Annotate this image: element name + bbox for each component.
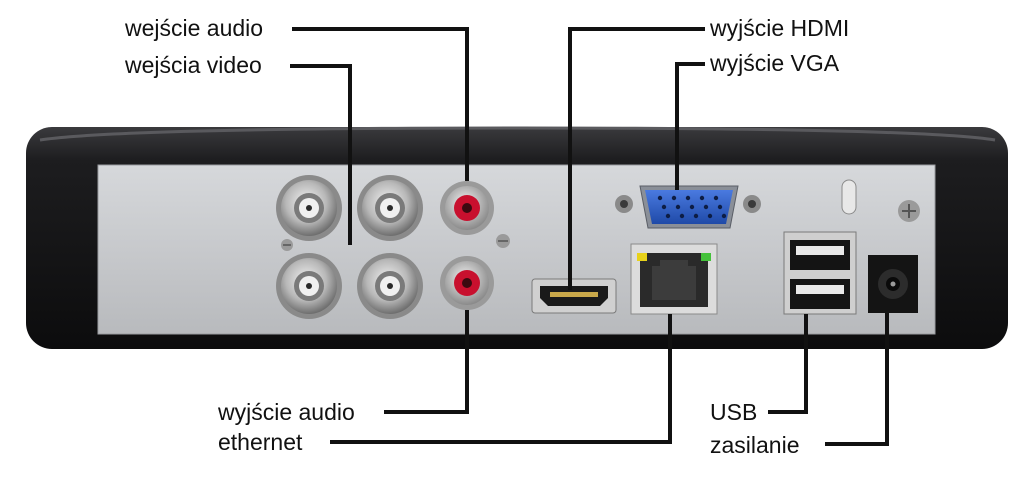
label-hdmi-output: wyjście HDMI	[710, 15, 850, 41]
label-audio-input: wejście audio	[125, 15, 264, 41]
hdmi-port	[531, 278, 617, 314]
screw	[281, 239, 293, 251]
leader-usb	[768, 314, 808, 414]
vga-port	[615, 185, 761, 229]
ground-screw	[898, 200, 920, 222]
leader-audio-out	[384, 310, 469, 414]
label-video-inputs: wejścia video	[125, 52, 262, 78]
label-audio-output: wyjście audio	[218, 399, 355, 425]
bnc-video-inputs	[276, 175, 423, 319]
ethernet-port	[630, 243, 718, 315]
bnc-connector	[357, 253, 423, 319]
bnc-connector	[276, 253, 342, 319]
leader-video-in	[290, 64, 352, 245]
leader-audio-in	[292, 27, 469, 181]
leader-power	[825, 313, 889, 446]
leader-hdmi	[568, 27, 705, 290]
bnc-connector	[357, 175, 423, 241]
label-usb: USB	[710, 399, 758, 425]
leader-vga	[675, 62, 705, 190]
screw	[496, 234, 510, 248]
bnc-connector	[276, 175, 342, 241]
label-power: zasilanie	[710, 432, 800, 458]
reset-switch	[841, 179, 857, 215]
power-jack	[868, 255, 918, 313]
rca-audio-out	[440, 256, 494, 310]
label-ethernet: ethernet	[218, 429, 303, 455]
usb-ports	[783, 231, 857, 315]
leader-ethernet	[330, 314, 672, 444]
label-vga-output: wyjście VGA	[710, 50, 840, 76]
leader-lines	[290, 27, 889, 446]
rca-audio-in	[440, 181, 494, 235]
